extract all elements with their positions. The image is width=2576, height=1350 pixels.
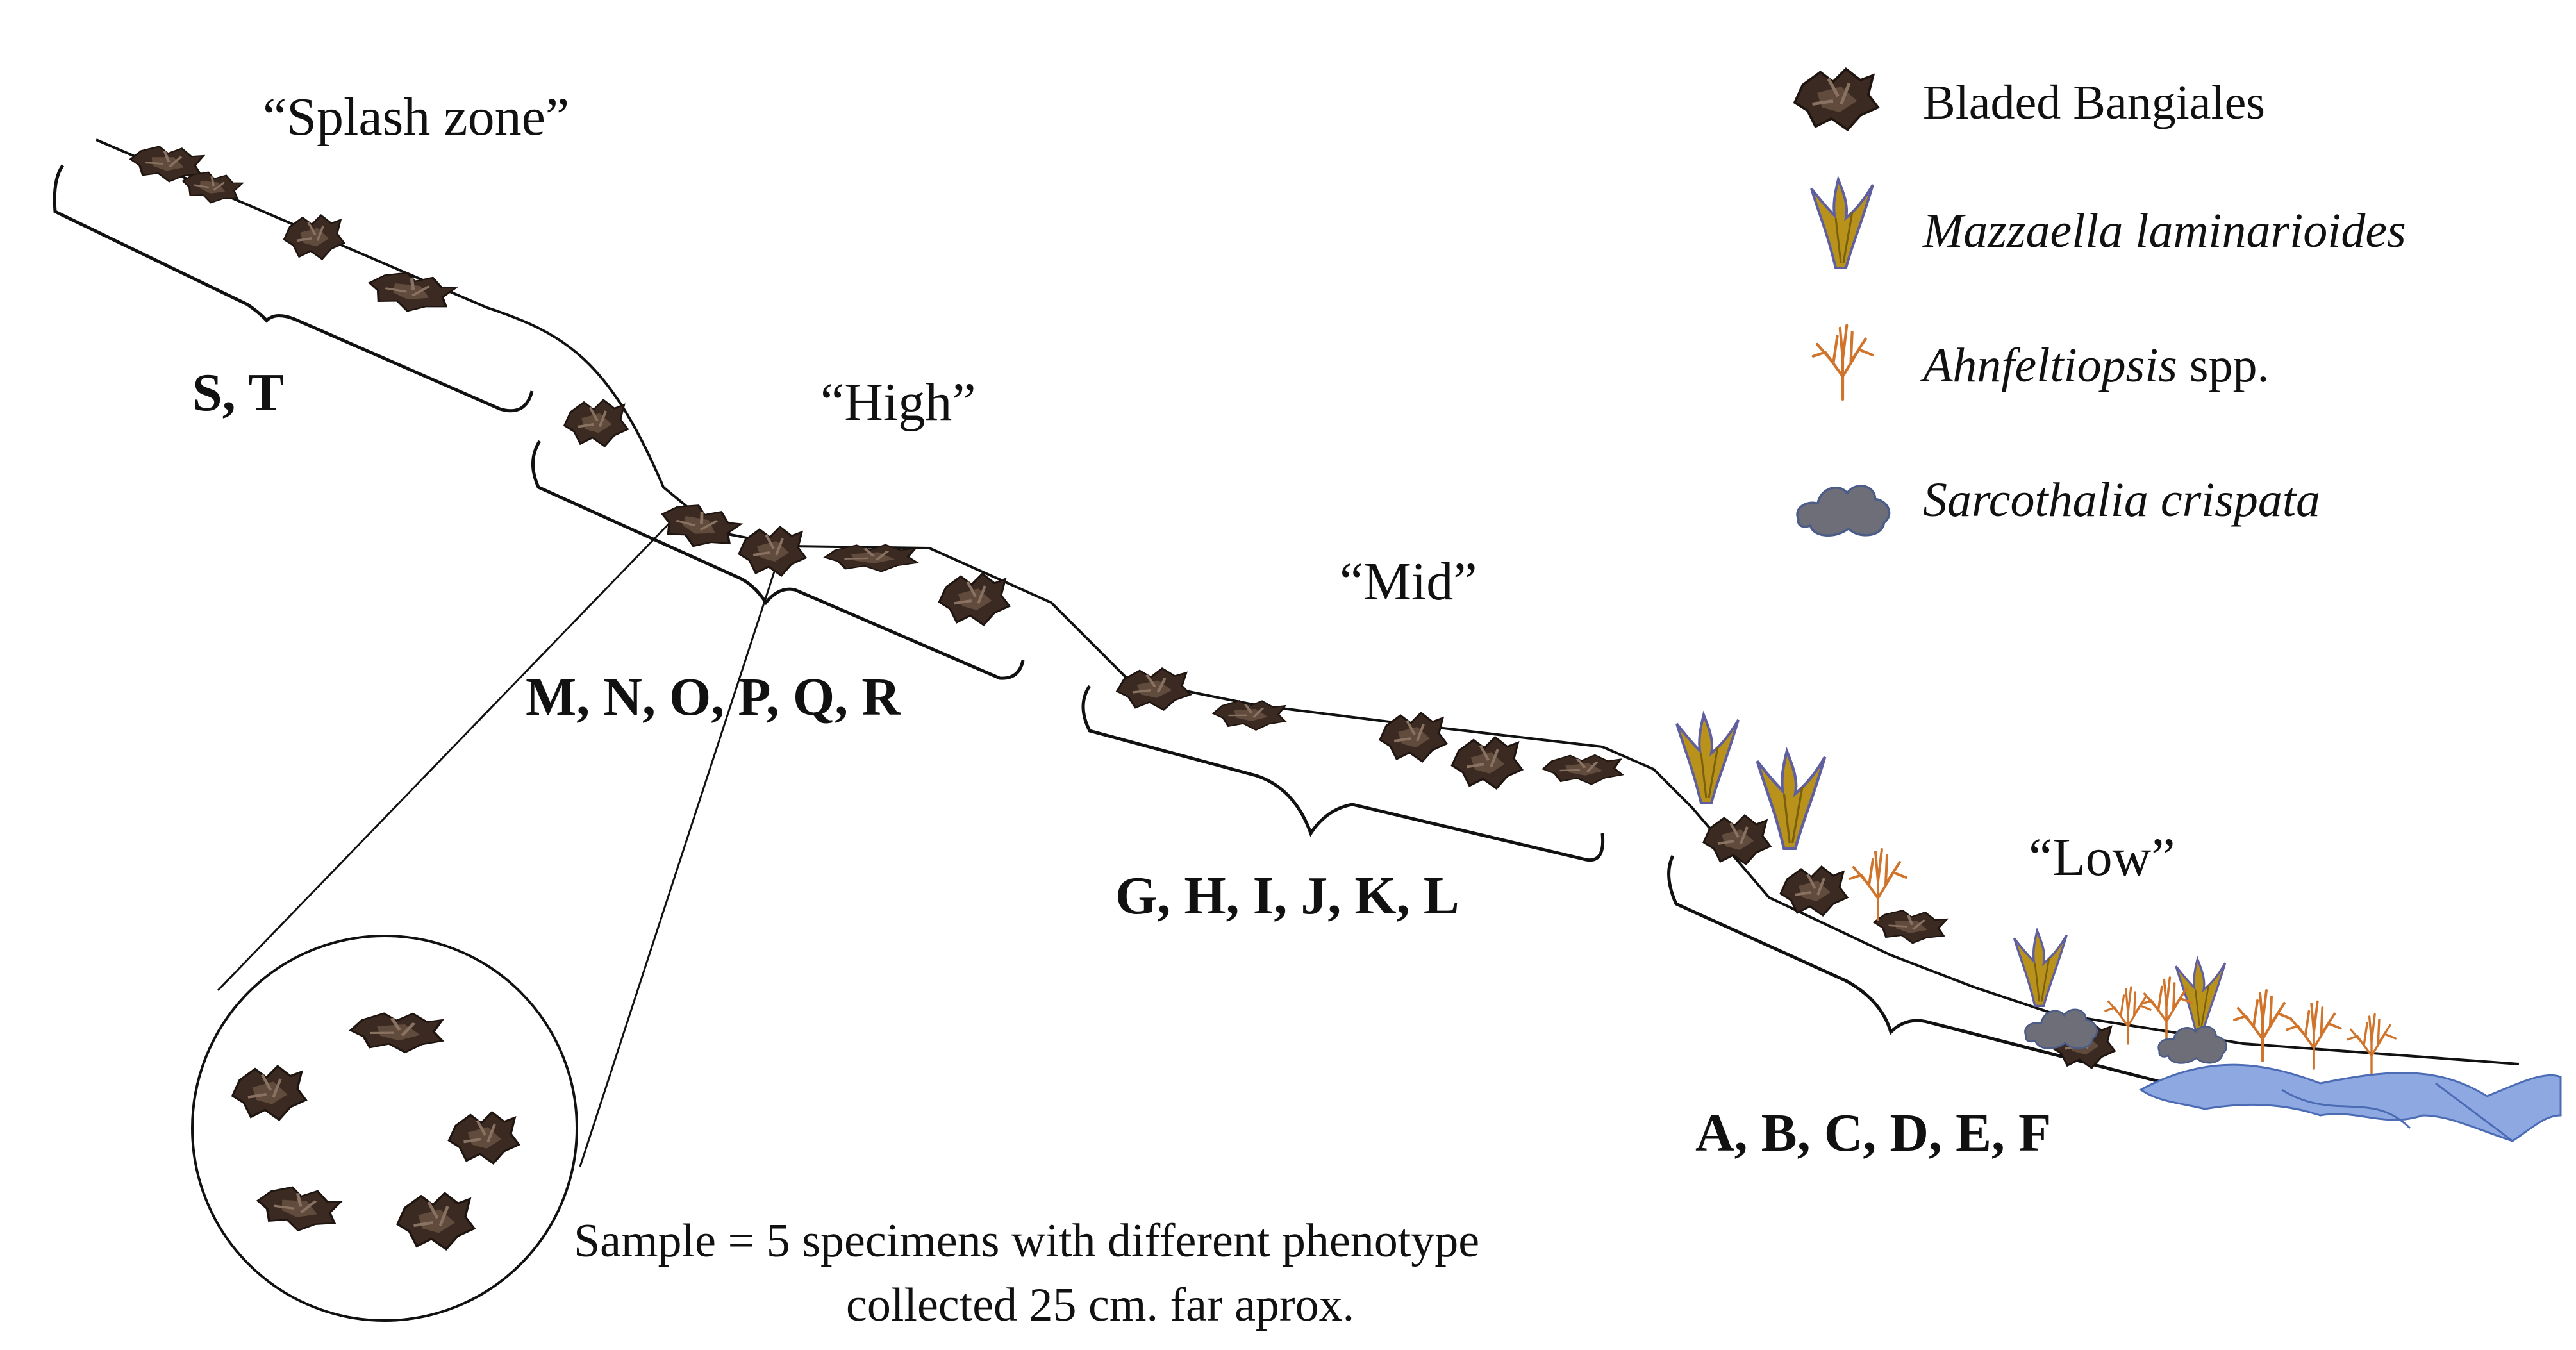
sample-magnifier-circle bbox=[191, 935, 578, 1322]
zone-label-high: “High” bbox=[820, 372, 976, 432]
zoom-line-right bbox=[579, 547, 783, 1167]
water-waves bbox=[2139, 1063, 2562, 1142]
codes-high: M, N, O, P, Q, R bbox=[526, 667, 901, 727]
codes-low: A, B, C, D, E, F bbox=[1695, 1103, 2051, 1163]
legend-label-sarcothalia: Sarcothalia crispata bbox=[1923, 473, 2320, 527]
legend-ahnfeltiopsis-suffix: spp. bbox=[2177, 338, 2270, 392]
bangiales-specimens bbox=[124, 141, 2116, 1069]
sample-note-line1: Sample = 5 specimens with different phen… bbox=[574, 1215, 1479, 1267]
legend-bangiales-icon bbox=[1795, 69, 1878, 130]
legend-ahnfeltiopsis-genus: Ahnfeltiopsis bbox=[1920, 338, 2177, 392]
codes-splash: S, T bbox=[192, 363, 284, 422]
bracket-low bbox=[1667, 854, 2167, 1085]
bracket-splash bbox=[53, 164, 534, 413]
bracket-mid bbox=[1081, 685, 1605, 862]
legend: Bladed Bangiales Mazzaella laminarioides… bbox=[1795, 69, 2406, 537]
magnified-specimens bbox=[233, 1009, 519, 1249]
zoom-line-left bbox=[217, 512, 681, 992]
zone-label-low: “Low” bbox=[2029, 828, 2175, 887]
zone-label-mid: “Mid” bbox=[1340, 552, 1477, 612]
legend-label-mazzaella: Mazzaella laminarioides bbox=[1922, 204, 2406, 258]
shore-profile-line bbox=[96, 138, 2520, 1065]
legend-mazzaella-icon bbox=[1810, 178, 1874, 269]
codes-mid: G, H, I, J, K, L bbox=[1115, 866, 1459, 926]
legend-label-ahnfeltiopsis: Ahnfeltiopsis spp. bbox=[1920, 338, 2269, 392]
legend-label-bangiales: Bladed Bangiales bbox=[1923, 76, 2265, 129]
sample-note-line2: collected 25 cm. far aprox. bbox=[846, 1279, 1354, 1331]
legend-sarcothalia-icon bbox=[1796, 485, 1891, 537]
wave-lines bbox=[2281, 1082, 2513, 1142]
legend-ahnfeltiopsis-icon bbox=[1813, 326, 1872, 400]
zone-label-splash: “Splash zone” bbox=[263, 87, 569, 147]
bracket-high bbox=[531, 440, 1025, 680]
